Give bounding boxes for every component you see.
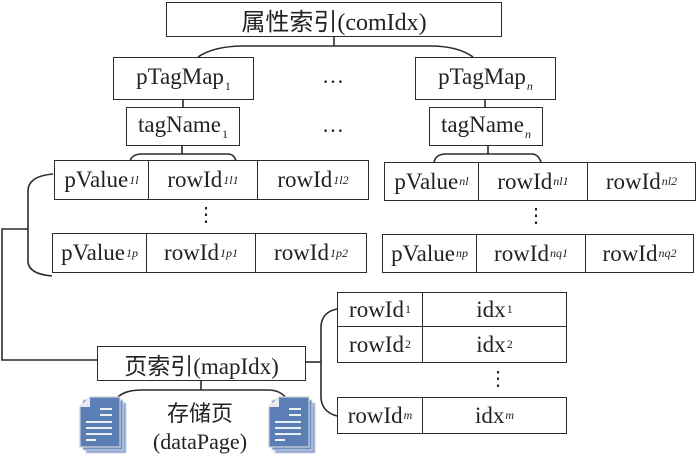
ptagmap-n-label: pTagMapn [438,63,533,93]
ellipsis-tagmap: … [322,63,344,88]
document-stack-icon [79,396,127,454]
connector-top-branch [197,45,474,58]
page-index-label: 页索引(mapIdx) [124,353,279,379]
ellipsis-map-rows: ⋮ [488,368,508,390]
left-link [1,228,97,361]
data-page-label: 存储页 (dataPage) [140,400,260,456]
left-bracket [27,173,54,277]
ptagmap-1-box: pTagMap1 [113,57,254,100]
tagname-n-label: tagNamen [440,111,531,141]
ptagmap-n-box: pTagMapn [415,57,556,100]
page-index-box: 页索引(mapIdx) [97,346,306,381]
ptagmap-1-label: pTagMap1 [136,63,231,93]
tagname-n-box: tagNamen [429,107,543,146]
attribute-index-label: 属性索引(comIdx) [241,10,427,36]
ellipsis-tagname: … [322,112,344,137]
right-bracket [320,308,338,417]
connector-tagname1-branch [129,153,237,162]
data-page-label-en: (dataPage) [152,429,248,454]
ellipsis-right-rows: ⋮ [526,205,546,227]
tagname-1-box: tagName1 [126,107,240,146]
ellipsis-left-rows: ⋮ [196,204,216,226]
attribute-index-box: 属性索引(comIdx) [166,2,502,37]
data-page-label-cn: 存储页 [166,401,233,426]
document-stack-icon [268,396,316,454]
connector-tagnamen-branch [433,153,542,163]
connector-datapage-branch [116,389,287,399]
tagname-1-label: tagName1 [137,111,228,141]
